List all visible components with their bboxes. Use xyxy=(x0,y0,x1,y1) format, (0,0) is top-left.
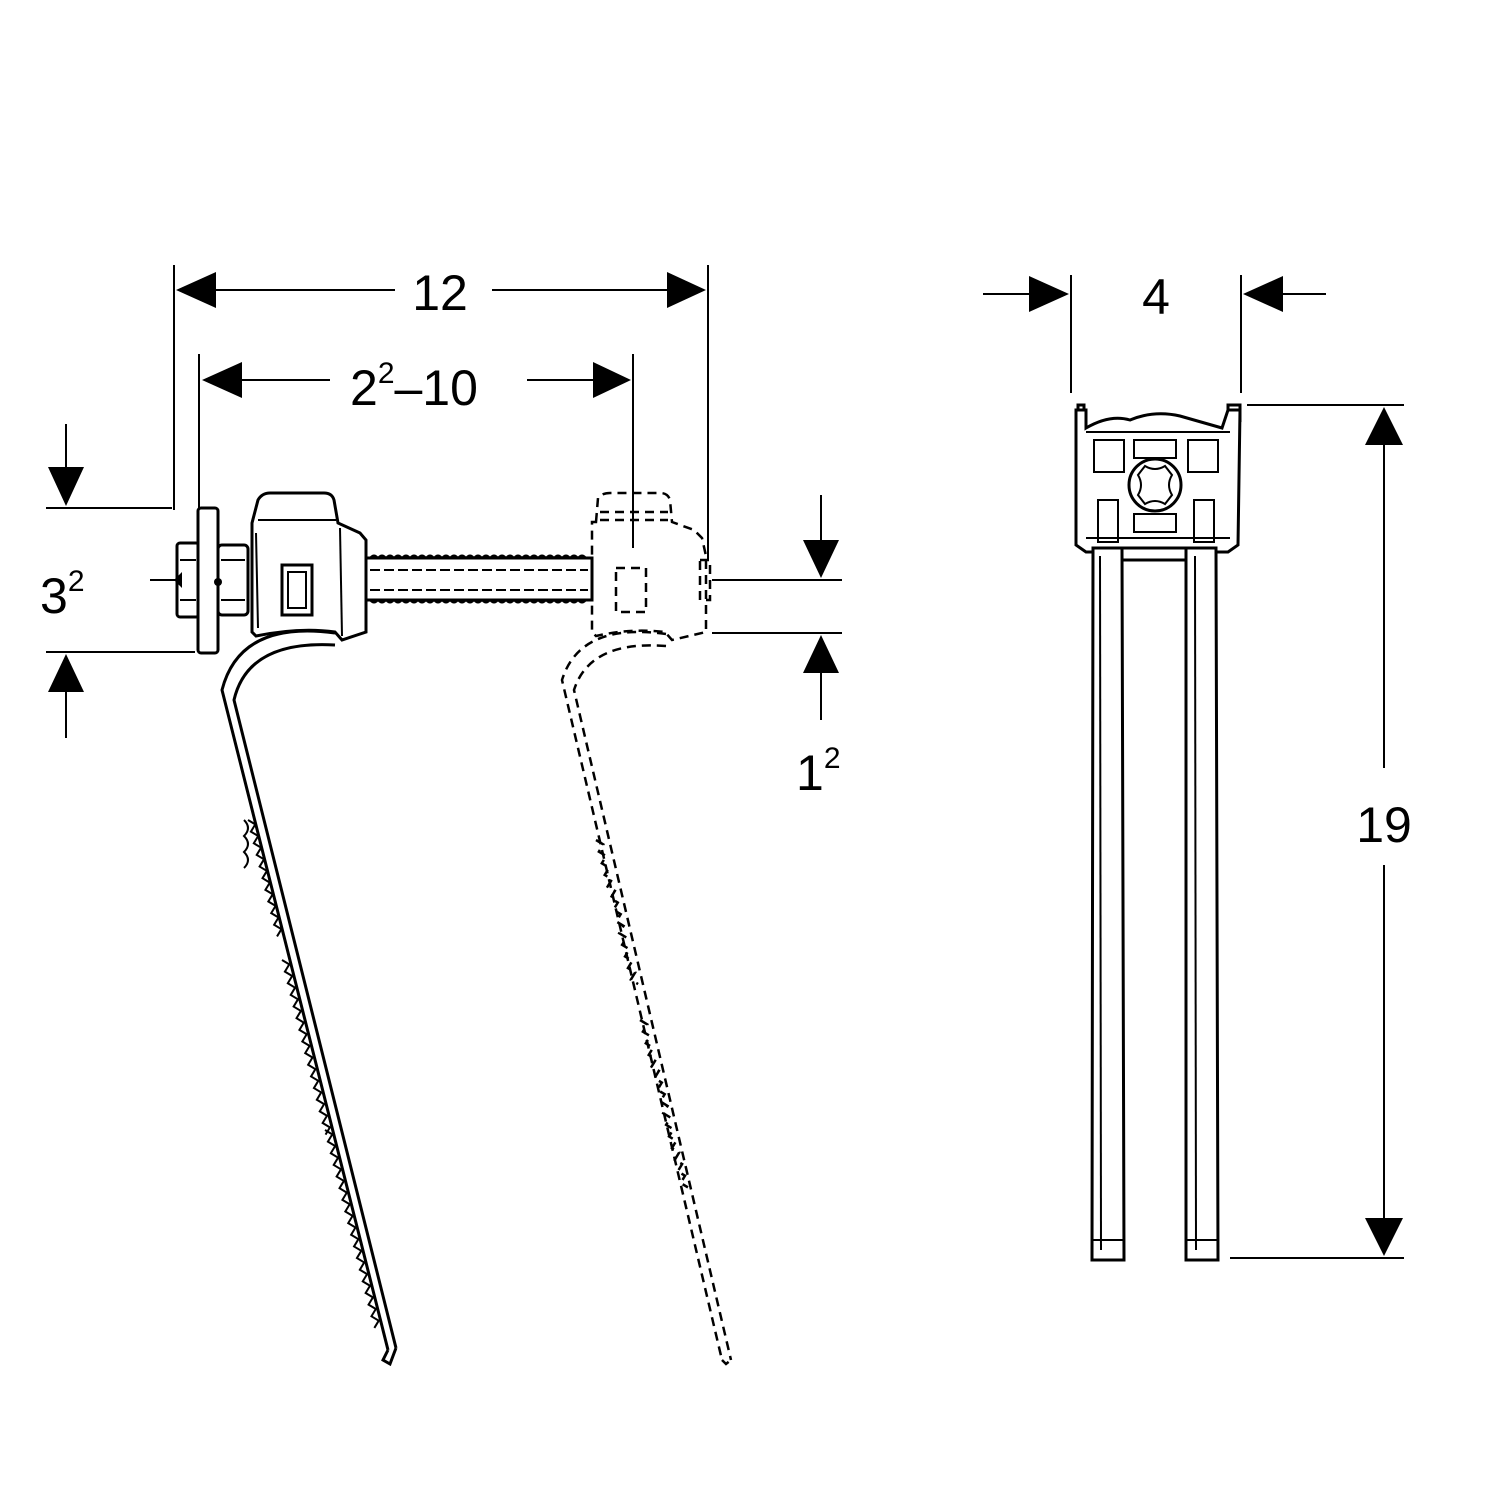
dimension-label-1-2: 12 xyxy=(796,742,841,801)
dimension-total-height: 19 xyxy=(1230,404,1412,1259)
arrow-down-icon xyxy=(803,540,839,578)
dimension-label-19: 19 xyxy=(1356,797,1412,853)
nut-marker-icon xyxy=(214,578,222,586)
arrow-down-icon xyxy=(1365,1218,1403,1256)
dimension-width: 4 xyxy=(983,269,1326,393)
dimension-label-12: 12 xyxy=(412,265,468,321)
right-slot xyxy=(1187,439,1219,473)
left-slot xyxy=(1093,439,1125,473)
clamp-window-ghost xyxy=(614,566,648,614)
arrow-up-icon xyxy=(48,654,84,692)
lever-arm-outer xyxy=(220,629,390,1351)
dimension-label-3-2: 32 xyxy=(40,565,85,624)
lever-tip xyxy=(381,1347,398,1367)
hex-nut xyxy=(216,543,250,617)
arrow-left-icon xyxy=(1243,276,1283,312)
side-view-actuator xyxy=(150,491,738,1367)
tip-icon xyxy=(174,572,182,588)
dimension-offset-right: 12 xyxy=(712,495,842,801)
arrow-right-icon xyxy=(1029,276,1069,312)
serration-ghost xyxy=(639,1018,689,1189)
arrow-left-icon xyxy=(202,362,242,398)
arrow-right-icon xyxy=(667,272,706,308)
lever-arm-inner xyxy=(232,643,398,1349)
arrow-up-icon xyxy=(803,635,839,673)
arrow-up-icon xyxy=(1365,407,1403,445)
connector-bar xyxy=(1118,546,1192,562)
arrow-down-icon xyxy=(48,467,84,506)
dimension-label-4: 4 xyxy=(1142,269,1170,325)
lever-ghost-outer xyxy=(560,630,724,1361)
serration xyxy=(281,959,332,1136)
dimension-height-left: 32 xyxy=(40,424,195,738)
side-view-extended-position xyxy=(560,491,733,1366)
rod-right xyxy=(1184,546,1220,1262)
serration xyxy=(324,1129,381,1329)
dimension-overall-length: 12 xyxy=(173,265,709,560)
arrow-left-icon xyxy=(176,272,216,308)
cross-icon xyxy=(1136,464,1174,506)
dimension-label-2-2-10: 22–10 xyxy=(350,357,478,416)
front-view-actuator xyxy=(1074,403,1242,1262)
dimension-adjustable-range: 22–10 xyxy=(198,354,634,548)
serration xyxy=(247,819,283,937)
rod-left xyxy=(1090,546,1126,1262)
lever-ghost-inner xyxy=(572,644,733,1361)
clamp-ghost xyxy=(590,491,708,642)
threaded-rod xyxy=(364,556,594,602)
serration-ghost xyxy=(595,838,639,986)
rotary-knob xyxy=(1127,457,1183,513)
arrow-right-icon xyxy=(593,362,631,398)
